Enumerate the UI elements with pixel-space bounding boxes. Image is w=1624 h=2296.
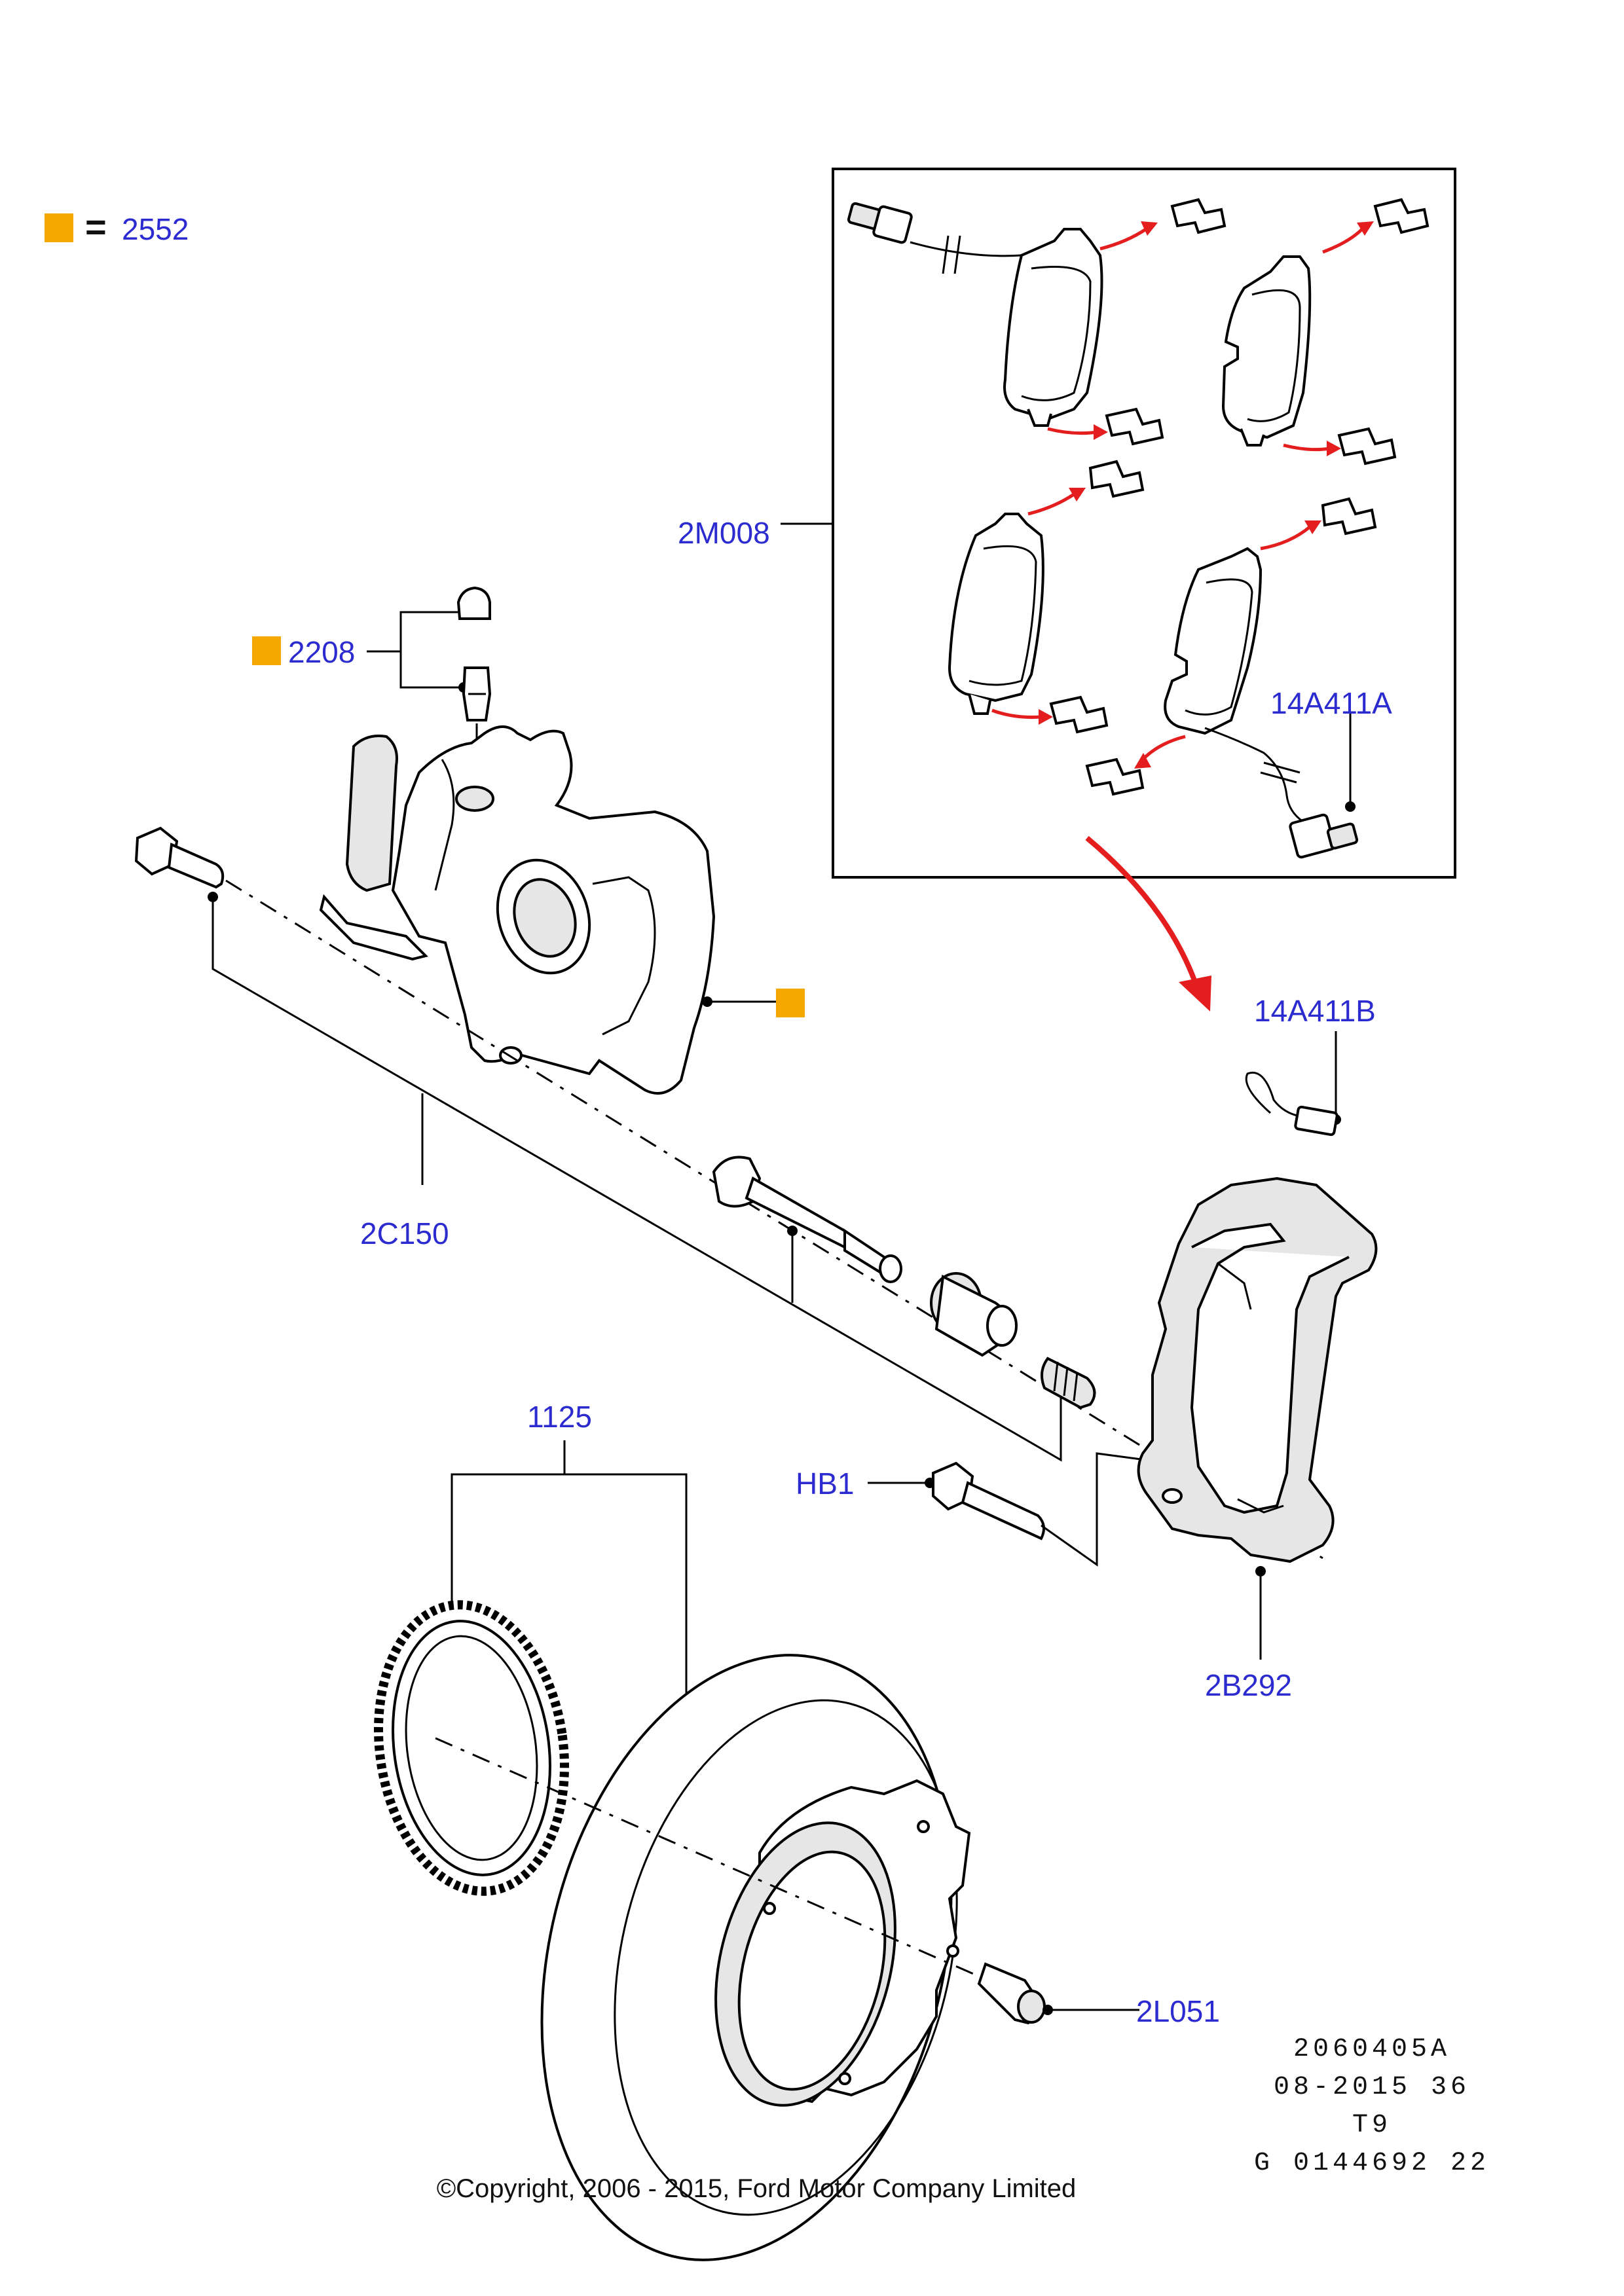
pad-clip-arrows (991, 221, 1374, 769)
caliper-guide-bolt (134, 826, 1323, 1559)
label-2208[interactable]: 2208 (288, 635, 355, 669)
abs-tone-ring (374, 1600, 569, 1896)
legend-equals: = (85, 206, 107, 247)
label-2C150[interactable]: 2C150 (360, 1216, 449, 1250)
wear-sensor-14A411B: 14A411B (1245, 994, 1376, 1137)
guide-pin (712, 1156, 902, 1283)
caliper-leader: 2C150 (208, 892, 1062, 1462)
caliper-marker (776, 989, 805, 1017)
legend-code: 2552 (122, 212, 189, 246)
label-14A411B[interactable]: 14A411B (1254, 994, 1376, 1028)
label-1125[interactable]: 1125 (527, 1400, 592, 1434)
kit-to-sensor-arrow (1085, 835, 1211, 1011)
anchor-bracket-2B292: 2B292 (1137, 1176, 1378, 1702)
label-2L051[interactable]: 2L051 (1136, 1994, 1220, 2028)
caliper-2C150 (319, 725, 805, 1095)
brake-pad-3 (948, 513, 1044, 715)
guide-pin-boot (930, 1272, 1018, 1357)
bleed-valve-marker (252, 636, 281, 665)
legend-marker (45, 213, 73, 242)
bracket-bolt-HB1: HB1 (796, 1452, 1147, 1567)
label-HB1[interactable]: HB1 (796, 1467, 854, 1501)
label-2B292[interactable]: 2B292 (1205, 1668, 1292, 1702)
copyright-notice: ©Copyright, 2006 - 2015, Ford Motor Comp… (437, 2174, 1077, 2203)
legend: = 2552 (45, 206, 189, 247)
wear-sensor-connector-top (847, 202, 1061, 274)
pad-kit-inset: 2M008 (678, 168, 1456, 879)
ref-line-4: G 0144692 22 (1254, 2149, 1490, 2178)
brake-pad-1 (1003, 228, 1103, 427)
disc-screw-2L051: 2L051 (977, 1962, 1220, 2028)
wear-sensor-14A411A (1204, 727, 1359, 859)
disc-leader: 1125 (447, 1400, 692, 1714)
ref-line-1: 2060405A (1293, 2035, 1450, 2064)
label-2M008[interactable]: 2M008 (678, 516, 770, 550)
label-14A411A[interactable]: 14A411A (1270, 686, 1392, 720)
reference-block: 2060405A 08-2015 36 T9 G 0144692 22 (1254, 2035, 1490, 2178)
brake-pad-2 (1221, 255, 1312, 446)
ref-line-2: 08-2015 36 (1274, 2073, 1470, 2102)
brake-pad-4 (1164, 547, 1263, 735)
pad-clips (1049, 198, 1430, 796)
ref-line-3: T9 (1352, 2111, 1392, 2140)
brake-disc-1125 (435, 1654, 1019, 2261)
guide-bush (1041, 1357, 1096, 1410)
bleed-valve-2208: 2208 (252, 586, 492, 799)
